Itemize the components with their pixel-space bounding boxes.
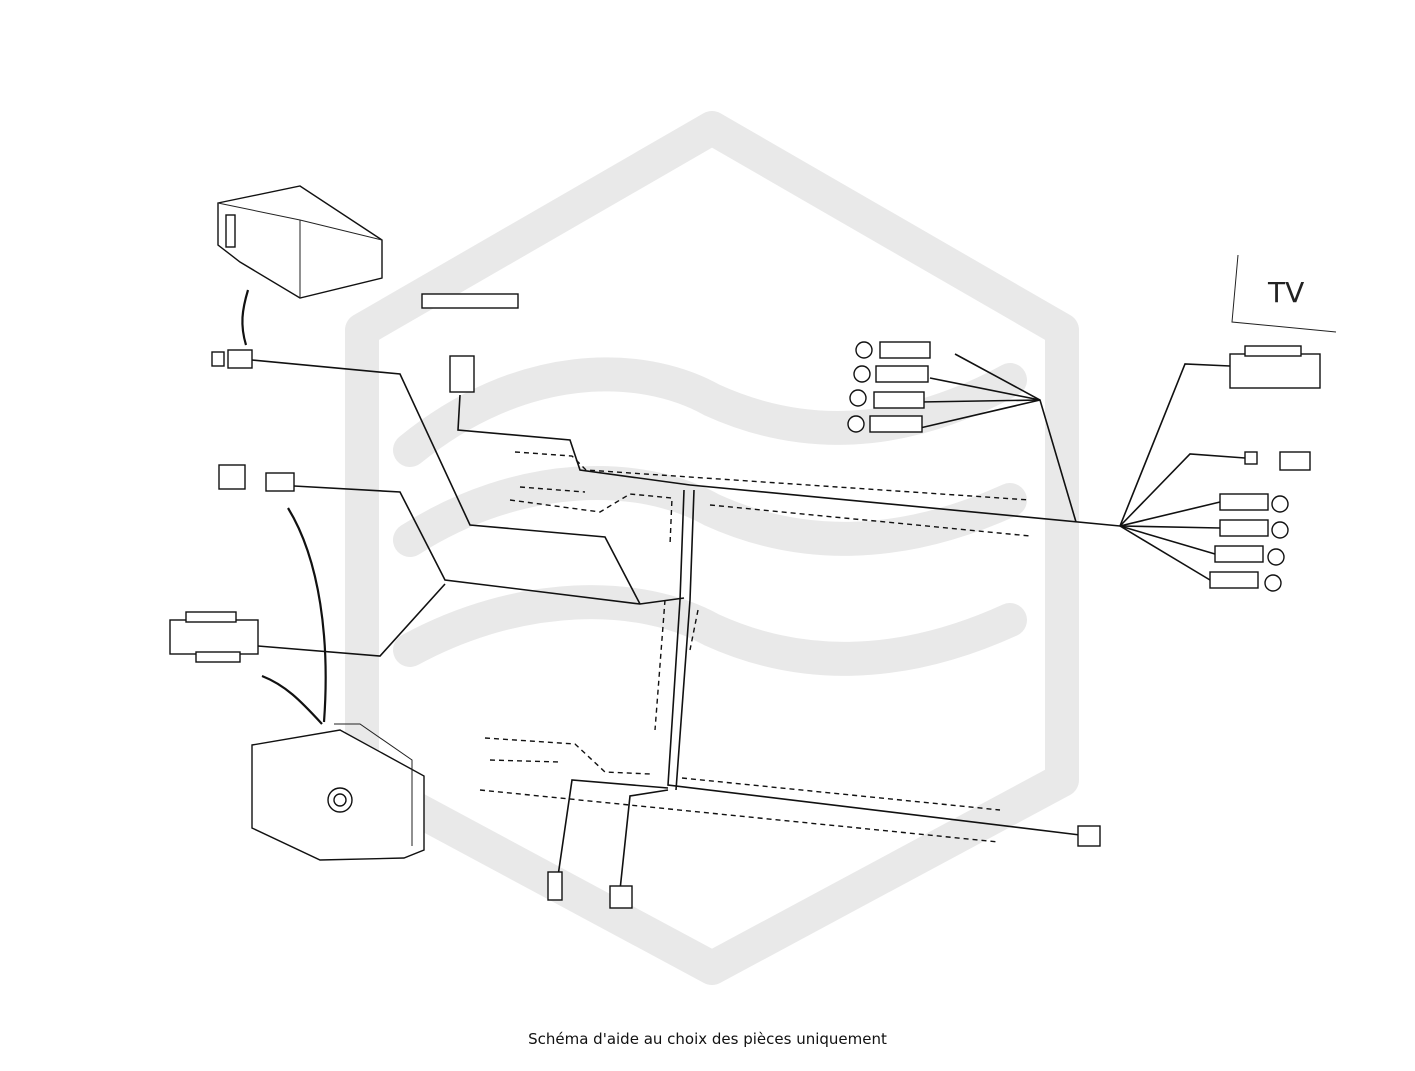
left-connectors — [169, 349, 295, 663]
watermark-logo — [345, 111, 1079, 985]
small-connectors — [421, 293, 633, 909]
arrow-head-unit-2 — [261, 674, 323, 725]
control-module-box — [217, 185, 383, 299]
rca-connectors-top — [847, 341, 931, 433]
right-connectors — [1077, 345, 1321, 847]
head-unit — [251, 723, 425, 861]
dimension-lines — [479, 451, 1031, 843]
tv-label-box: TV — [1231, 254, 1337, 333]
tv-label: TV — [1267, 276, 1304, 309]
diagram-caption: Schéma d'aide au choix des pièces unique… — [528, 1030, 887, 1048]
main-harness — [251, 353, 1246, 891]
arrow-head-unit-1 — [287, 507, 327, 723]
arrow-to-module — [241, 289, 250, 346]
